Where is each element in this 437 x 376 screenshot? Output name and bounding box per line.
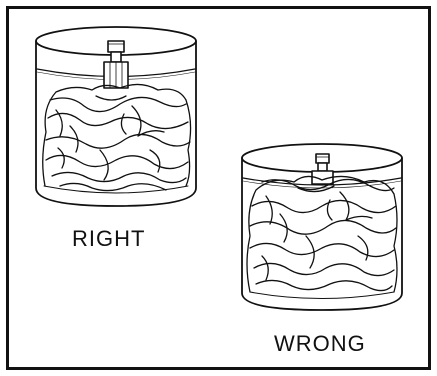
label-right: RIGHT [72,228,145,250]
jar-wrong [242,144,402,310]
jar-right [36,27,196,206]
jar-right-heater [104,41,128,88]
jar-right-laundry [43,84,191,190]
jar-wrong-laundry [247,176,397,292]
label-wrong: WRONG [274,333,366,355]
